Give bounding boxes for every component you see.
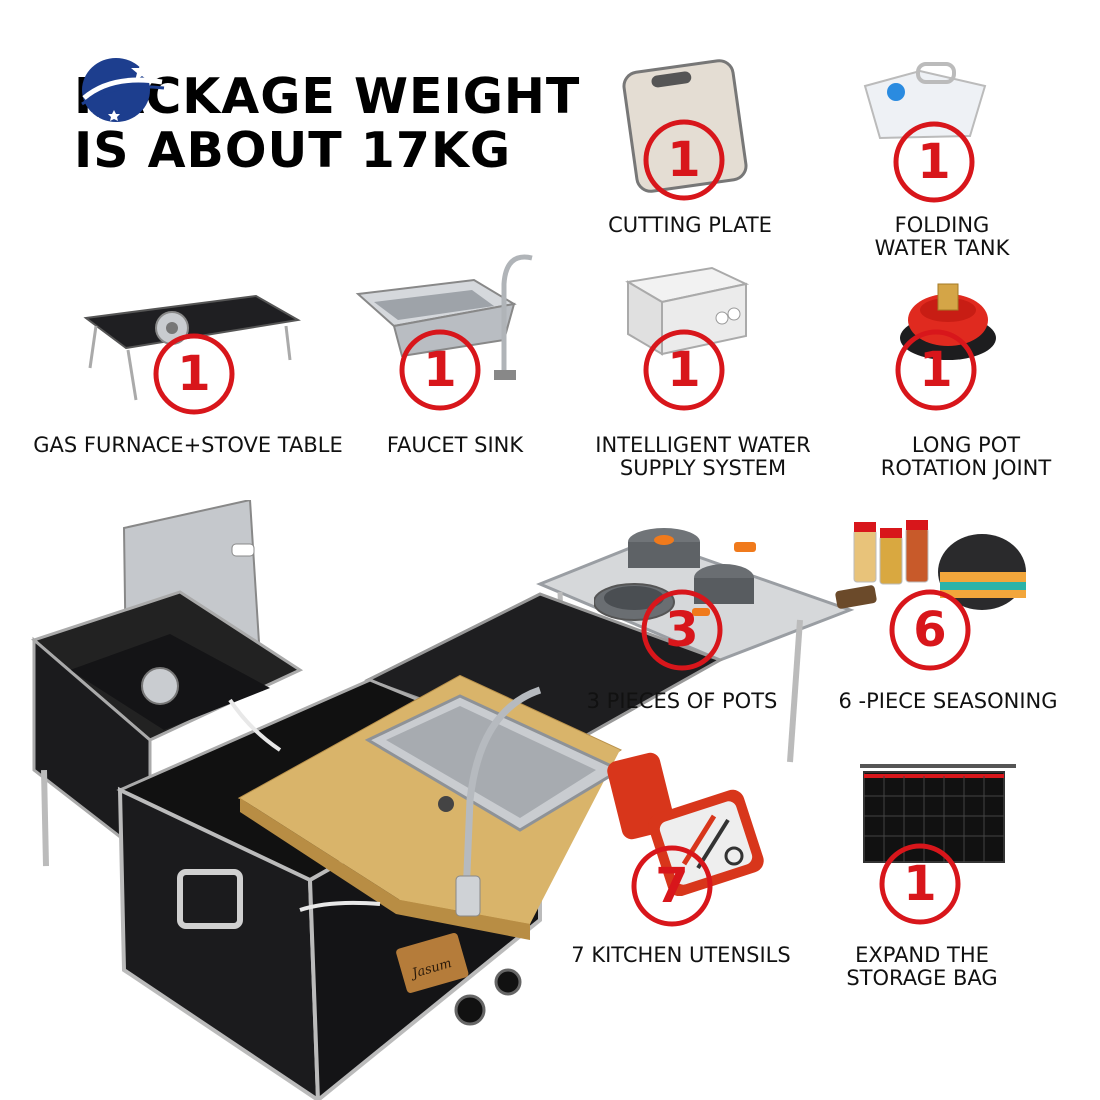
faucet-sink-label-line: FAUCET SINK xyxy=(386,433,524,457)
rotation-joint-count-badge: 1 xyxy=(892,326,980,414)
brand-logo xyxy=(72,52,168,132)
utensils-count-badge: 7 xyxy=(628,842,716,930)
pots-label-line: 3 PIECES OF POTS xyxy=(586,689,778,713)
seasoning-count-badge: 6 xyxy=(886,586,974,674)
utensils-label: 7 KITCHEN UTENSILS xyxy=(556,944,806,967)
seasoning-label: 6 -PIECE SEASONING xyxy=(820,690,1076,713)
seasoning-label-line: 6 -PIECE SEASONING xyxy=(838,689,1058,713)
camping-kitchen-box-photo: Jasum xyxy=(0,500,860,1100)
cutting-plate-item xyxy=(620,58,760,198)
storage-bag-count: 1 xyxy=(903,856,937,912)
stove-table-label-line: GAS FURNACE+STOVE TABLE xyxy=(33,433,343,457)
pots-label: 3 PIECES OF POTS xyxy=(572,690,792,713)
cutting-plate-label-line: CUTTING PLATE xyxy=(608,213,772,237)
headline-line-1: PACKAGE WEIGHT xyxy=(74,68,581,125)
storage-bag-label: EXPAND THE STORAGE BAG xyxy=(822,944,1022,990)
water-supply-count-badge: 1 xyxy=(640,326,728,414)
utensils-item xyxy=(594,746,764,896)
faucet-sink-image xyxy=(355,254,533,380)
pots-count: 3 xyxy=(665,602,699,658)
water-tank-image xyxy=(863,62,987,140)
rotation-joint-label-line-2: ROTATION JOINT xyxy=(880,456,1052,480)
storage-bag-label-line-2: STORAGE BAG xyxy=(846,966,998,990)
rotation-joint-label: LONG POT ROTATION JOINT xyxy=(856,434,1076,480)
stove-table-count: 1 xyxy=(177,346,211,402)
stove-table-label: GAS FURNACE+STOVE TABLE xyxy=(18,434,358,457)
water-supply-item xyxy=(622,262,752,372)
faucet-sink-item xyxy=(354,244,544,394)
utensils-label-line: 7 KITCHEN UTENSILS xyxy=(571,943,791,967)
faucet-sink-count-badge: 1 xyxy=(396,326,484,414)
seasoning-item xyxy=(832,512,1032,632)
rotation-joint-label-line-1: LONG POT xyxy=(911,433,1021,457)
storage-bag-label-line-1: EXPAND THE xyxy=(855,943,989,967)
cutting-plate-image xyxy=(622,59,748,193)
storage-bag-count-badge: 1 xyxy=(876,840,964,928)
water-tank-count: 1 xyxy=(917,134,951,190)
water-supply-count: 1 xyxy=(667,342,701,398)
utensils-count: 7 xyxy=(655,858,689,914)
water-supply-image xyxy=(625,266,750,356)
cutting-plate-label: CUTTING PLATE xyxy=(590,214,790,237)
water-supply-label-line-1: INTELLIGENT WATER xyxy=(595,433,811,457)
water-tank-label: FOLDING WATER TANK xyxy=(842,214,1042,260)
water-supply-label: INTELLIGENT WATER SUPPLY SYSTEM xyxy=(578,434,828,480)
water-tank-count-badge: 1 xyxy=(890,118,978,206)
water-tank-label-line-2: WATER TANK xyxy=(874,236,1010,260)
cutting-plate-count: 1 xyxy=(667,132,701,188)
seasoning-image xyxy=(835,520,1026,610)
stove-table-count-badge: 1 xyxy=(150,330,238,418)
water-supply-label-line-2: SUPPLY SYSTEM xyxy=(619,456,787,480)
faucet-sink-label: FAUCET SINK xyxy=(360,434,550,457)
utensils-image xyxy=(607,752,764,896)
cutting-plate-count-badge: 1 xyxy=(640,116,728,204)
seasoning-count: 6 xyxy=(913,602,947,658)
folding-water-tank-item xyxy=(860,56,990,146)
headline-line-2: IS ABOUT 17KG xyxy=(74,122,512,179)
water-tank-label-line-1: FOLDING xyxy=(894,213,990,237)
pots-count-badge: 3 xyxy=(638,586,726,674)
faucet-sink-count: 1 xyxy=(423,342,457,398)
headline: PACKAGE WEIGHT IS ABOUT 17KG xyxy=(74,70,580,178)
rotation-joint-count: 1 xyxy=(919,342,953,398)
